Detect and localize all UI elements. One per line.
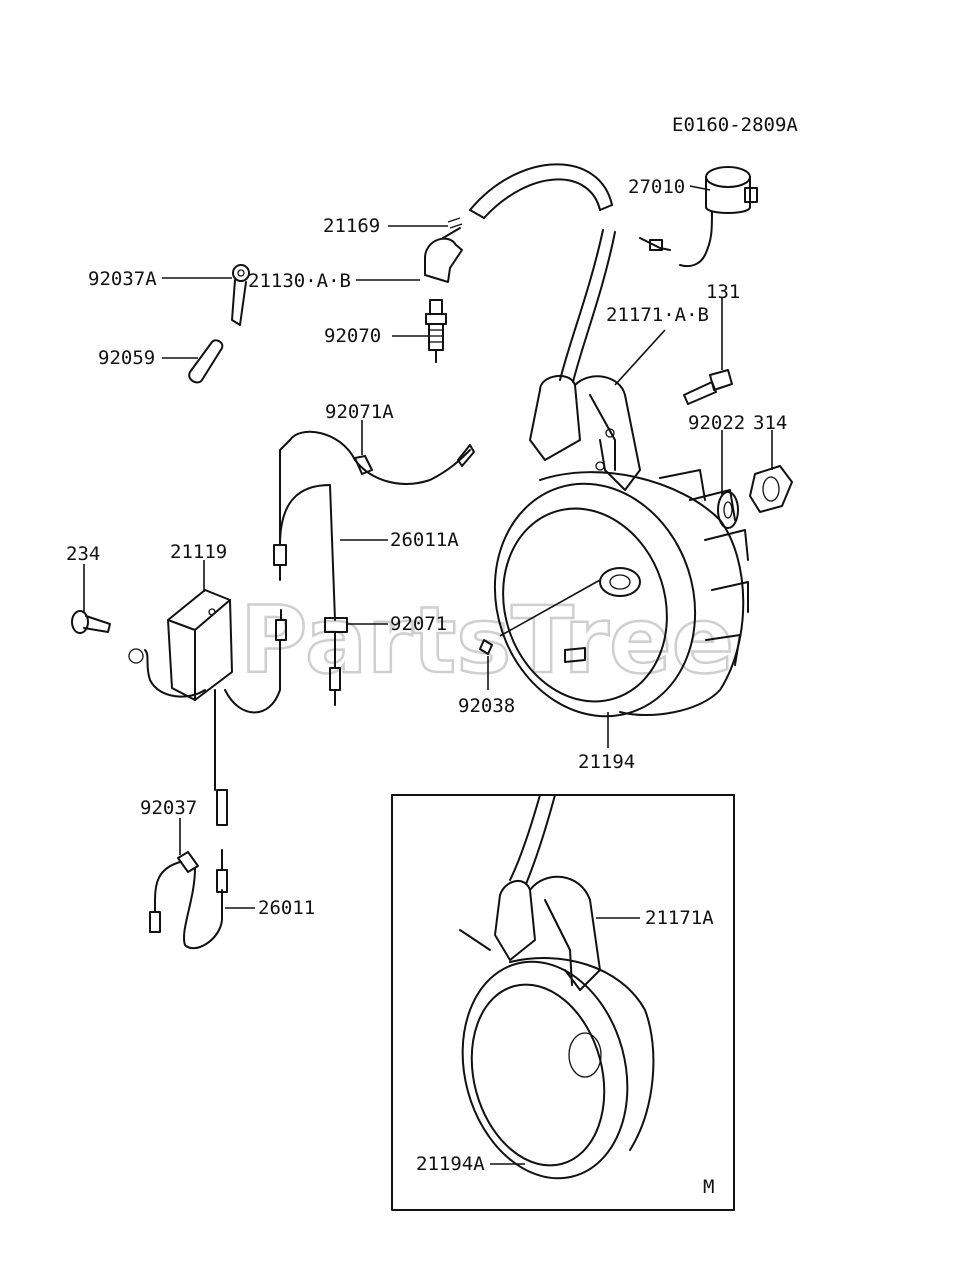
spark-plug-drawing — [425, 299, 447, 363]
igniter-module-drawing — [144, 589, 287, 826]
label-314: 314 — [753, 412, 787, 434]
label-92022: 92022 — [688, 412, 745, 434]
terminal-92037A-drawing — [231, 264, 250, 326]
flywheel-drawing — [493, 469, 749, 718]
label-131: 131 — [706, 281, 740, 303]
watermark-text: PartsTree — [240, 587, 734, 694]
spark-plug-cap-drawing — [424, 217, 463, 283]
label-21194: 21194 — [578, 751, 635, 773]
diagram-code: E0160-2809A — [672, 114, 798, 136]
label-92037A: 92037A — [88, 268, 157, 290]
key-drawing — [479, 639, 493, 655]
label-21130-A-B: 21130·A·B — [248, 270, 351, 292]
leader-lines — [83, 185, 773, 1165]
label-21171-A-B: 21171·A·B — [606, 304, 709, 326]
label-21169: 21169 — [323, 215, 380, 237]
ignition-coil-drawing — [529, 375, 641, 491]
lead-wire-drawing — [149, 849, 228, 950]
screw-234-drawing — [71, 610, 144, 664]
inset-frame — [391, 794, 735, 1211]
wiring-harness-drawing — [273, 430, 475, 706]
label-92070: 92070 — [324, 325, 381, 347]
stop-switch-drawing — [639, 166, 758, 268]
ignition-cord-drawing — [469, 163, 616, 383]
label-26011A: 26011A — [390, 529, 459, 551]
label-21119: 21119 — [170, 541, 227, 563]
label-92038: 92038 — [458, 695, 515, 717]
label-26011: 26011 — [258, 897, 315, 919]
label-21171A: 21171A — [645, 907, 714, 929]
sleeve-92059-drawing — [188, 339, 224, 384]
label-92071A: 92071A — [325, 401, 394, 423]
label-234: 234 — [66, 543, 100, 565]
label-92037: 92037 — [140, 797, 197, 819]
bolt-131-drawing — [683, 369, 733, 405]
label-92059: 92059 — [98, 347, 155, 369]
inset-mark: M — [703, 1176, 714, 1198]
washer-and-nut-drawing — [717, 465, 793, 529]
label-27010: 27010 — [628, 176, 685, 198]
label-21194A: 21194A — [416, 1153, 485, 1175]
label-92071: 92071 — [390, 613, 447, 635]
inset-coil-flywheel-drawing — [459, 794, 655, 1180]
